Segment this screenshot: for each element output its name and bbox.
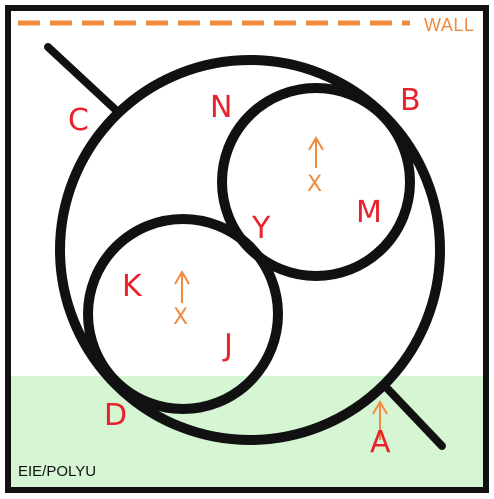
inner-circle-upper [217,83,415,281]
label-k: K [122,269,143,304]
point-a-arrow-head [372,400,388,415]
tangent-line-c [44,43,122,116]
lower-centre-cross: X [173,305,188,330]
label-n: N [210,90,232,125]
label-j: J [222,328,233,363]
label-m: M [356,195,382,230]
label-y: Y [251,211,271,246]
upper-centre-marker: X [307,136,324,197]
floor-zone [10,376,484,488]
label-b: B [400,83,421,118]
upper-centre-arrow-head [308,136,324,151]
lower-centre-arrow-head [174,270,190,285]
inner-circle-lower [83,214,283,414]
frame-border [5,5,489,493]
tangent-line-a [380,381,446,450]
wall-label: WALL [424,15,474,35]
outer-circle [55,55,445,445]
point-a-marker [372,400,388,440]
lower-centre-marker: X [173,270,190,330]
label-d: D [104,398,127,433]
upper-centre-cross: X [307,172,322,197]
label-c: C [68,103,89,138]
credit-text: EIE/POLYU [18,463,96,480]
label-a: A [370,425,391,460]
